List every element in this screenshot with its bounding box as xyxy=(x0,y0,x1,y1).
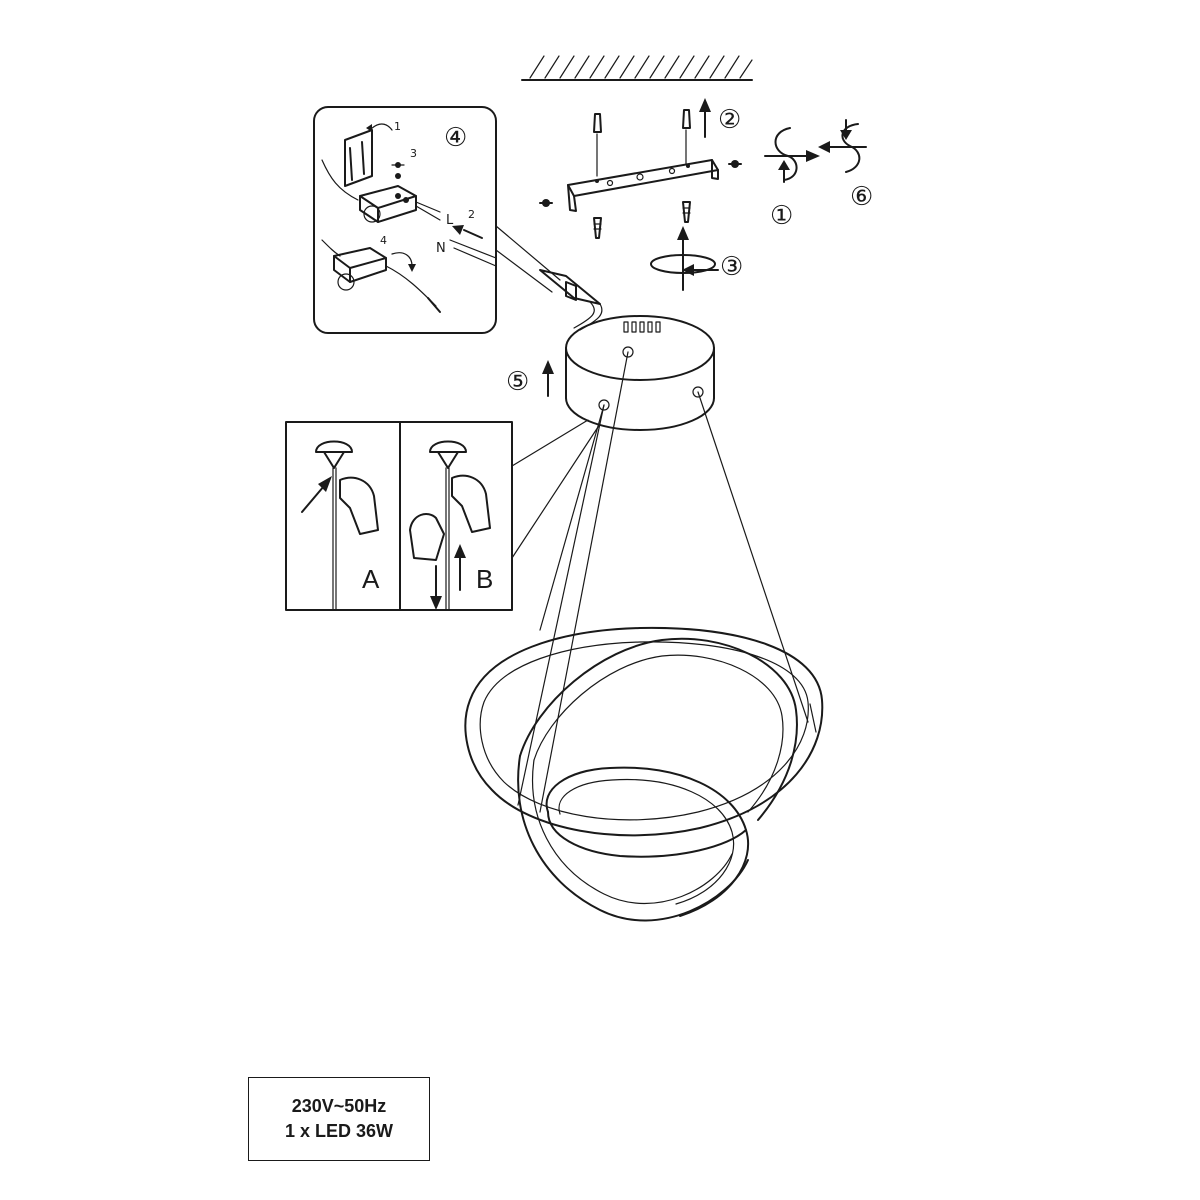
wiring-sub-step-4: 4 xyxy=(380,234,387,247)
spec-box: 230V~50Hz 1 x LED 36W xyxy=(248,1077,430,1161)
step-2-label: ② xyxy=(718,105,741,135)
neutral-wire-label: N xyxy=(436,241,446,256)
power-spec: 1 x LED 36W xyxy=(284,1121,394,1141)
cable-end-marker xyxy=(809,703,817,733)
wiring-leader-line-2 xyxy=(495,249,553,293)
led-ring-outer xyxy=(464,626,824,837)
suspension-cables xyxy=(517,351,809,813)
panel-b-label: B xyxy=(476,564,493,594)
wall-plug-left xyxy=(593,113,602,239)
hook-clip-6-icon xyxy=(818,119,867,173)
step-5-label: ⑤ xyxy=(506,367,529,397)
ring-clip-icon xyxy=(650,226,719,291)
wall-plug-right xyxy=(682,109,691,223)
step-5-arrow-icon xyxy=(542,360,554,397)
step-1-label: ① xyxy=(770,201,793,231)
ceiling-hatch xyxy=(521,55,753,81)
led-ring-inner xyxy=(545,766,750,917)
step-2-arrow-icon xyxy=(699,98,711,138)
step-3-label: ③ xyxy=(720,252,743,282)
cable-adjust-inset xyxy=(285,419,601,611)
mounting-bracket xyxy=(567,159,719,212)
wiring-inset-panel xyxy=(313,106,497,334)
ceiling-canopy xyxy=(565,315,715,431)
live-wire-label: L xyxy=(446,213,454,228)
panel-a-label: A xyxy=(362,564,380,594)
led-ring-middle xyxy=(517,637,798,922)
wiring-sub-step-2: 2 xyxy=(468,208,475,221)
wiring-sub-step-3: 3 xyxy=(410,147,417,160)
side-screws xyxy=(539,160,742,207)
step-6-label: ⑥ xyxy=(850,182,873,212)
terminal-connector xyxy=(539,269,603,331)
wiring-sub-step-1: 1 xyxy=(394,120,401,133)
wiring-leader-line xyxy=(495,225,561,281)
voltage-spec: 230V~50Hz xyxy=(291,1096,387,1116)
step-4-label: ④ xyxy=(444,123,467,153)
hook-clip-1-icon xyxy=(764,127,820,183)
